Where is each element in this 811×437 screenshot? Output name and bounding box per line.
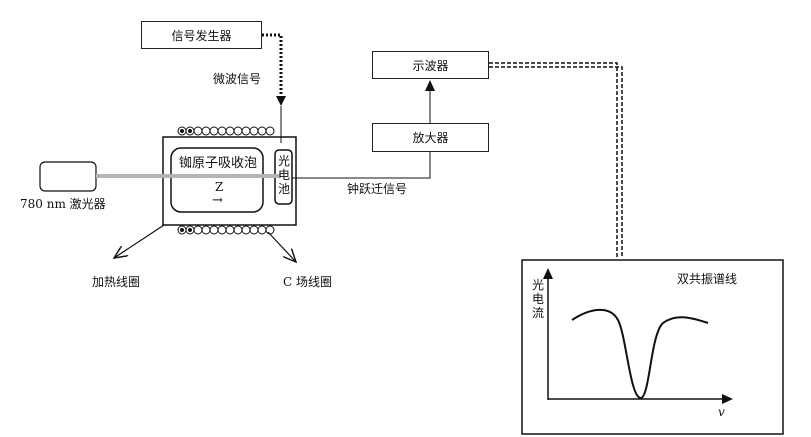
signal-wire [292,152,431,179]
scope-to-plot-line-a [489,62,618,258]
photocell-char-3: 池 [277,182,290,196]
photocell-char-2: 电 [277,168,290,182]
microwave-arrowhead [276,96,286,106]
heating-coil-pointer [114,224,165,258]
cell-label: 铷原子吸收泡 [179,156,258,171]
plot-x-axis-arrowhead [722,394,733,404]
photocell-label: 光 电 池 [277,154,291,196]
plot-y-axis-arrowhead [543,268,553,279]
plot-title: 双共振谱线 [677,272,738,286]
signal-generator-box: 信号发生器 [141,21,262,49]
c-field-coil-label: C 场线圈 [283,275,332,289]
plot-xlabel: v [718,405,725,419]
absorption-cell [170,147,264,213]
scope-to-plot-line-b [489,66,623,258]
c-field-coil-pointer [267,231,296,262]
coil-top [177,126,275,136]
microwave-path [262,33,283,96]
coil-top-fill [180,129,192,133]
coil-bottom [177,225,275,235]
resonance-curve [571,308,709,399]
plot-ylabel-char-2: 电 [531,292,544,306]
plot-ylabel-char-3: 流 [531,306,544,320]
amplifier-box: 放大器 [372,123,489,152]
z-axis-label: Z [215,180,224,194]
coil-bottom-fill [180,228,192,232]
amp-to-scope-arrowhead [425,80,435,91]
plot-ylabel: 光 电 流 [531,278,545,320]
amplifier-label: 放大器 [412,131,449,145]
oscilloscope-box: 示波器 [372,51,489,79]
z-arrow-label: → [212,193,223,208]
laser-label: 780 nm 激光器 [20,197,106,211]
coil-frame [162,136,297,226]
signal-generator-label: 信号发生器 [171,28,232,43]
transition-signal-label: 钟跃迁信号 [347,182,408,196]
plot-ylabel-char-1: 光 [531,278,544,292]
laser-body [39,161,97,192]
plot-frame [521,259,784,435]
oscilloscope-label: 示波器 [412,58,449,73]
photocell-char-1: 光 [277,154,290,168]
microwave-signal-label: 微波信号 [213,72,262,86]
heating-coil-label: 加热线圈 [92,275,141,289]
